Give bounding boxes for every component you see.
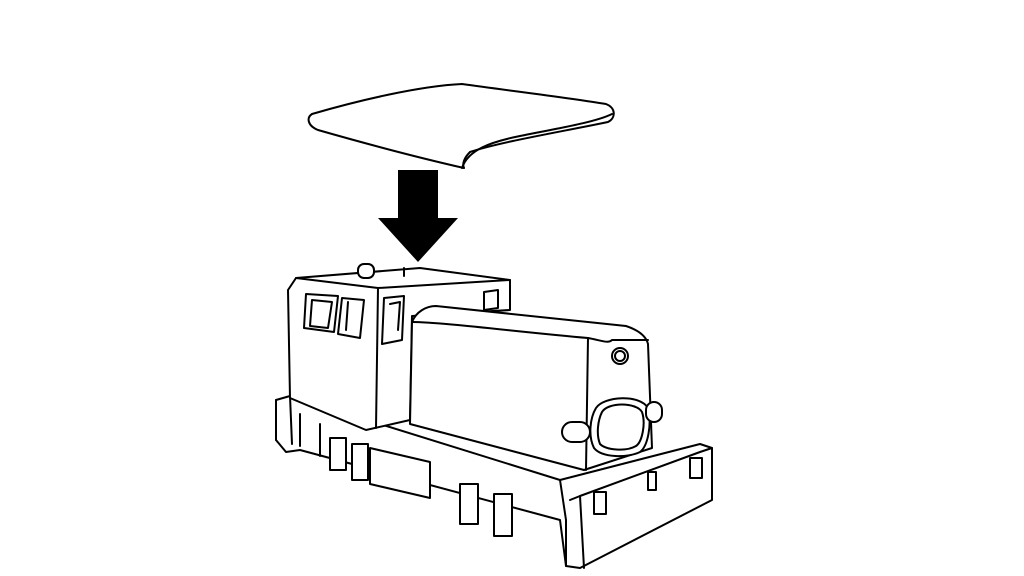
locomotive <box>275 263 713 569</box>
roof-panel <box>307 83 615 169</box>
hood <box>409 305 663 471</box>
down-arrow-icon <box>378 170 458 262</box>
underframe <box>275 395 713 569</box>
